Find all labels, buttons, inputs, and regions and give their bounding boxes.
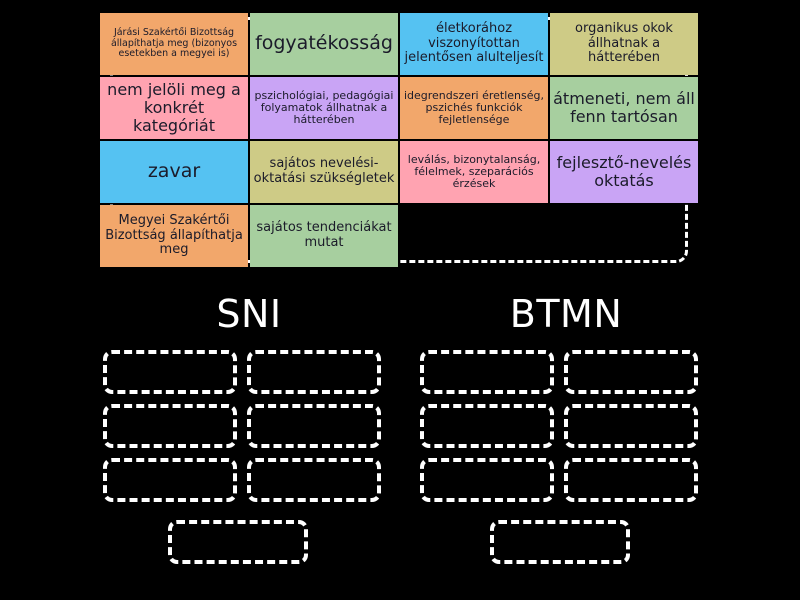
draggable-tile[interactable]: idegrendszeri éretlenség, pszichés funkc… xyxy=(400,77,548,139)
draggable-tile[interactable]: életkorához viszonyítottan jelentősen al… xyxy=(400,13,548,75)
dropzone-sni-6[interactable] xyxy=(247,458,381,502)
draggable-tile[interactable]: organikus okok állhatnak a hátterében xyxy=(550,13,698,75)
dropzone-btmn-2[interactable] xyxy=(564,350,698,394)
draggable-tile[interactable]: leválás, bizonytalanság, félelmek, szepa… xyxy=(400,141,548,203)
category-title-sni: SNI xyxy=(216,292,282,336)
draggable-tile[interactable]: fejlesztő-nevelés oktatás xyxy=(550,141,698,203)
dropzone-btmn-7[interactable] xyxy=(490,520,630,564)
tile-slot-empty xyxy=(400,205,548,267)
tile-grid: Járási Szakértői Bizottság állapíthatja … xyxy=(100,13,698,267)
draggable-tile[interactable]: sajátos nevelési-oktatási szükségletek xyxy=(250,141,398,203)
dropzone-sni-1[interactable] xyxy=(103,350,237,394)
dropzone-sni-7[interactable] xyxy=(168,520,308,564)
draggable-tile[interactable]: pszichológiai, pedagógiai folyamatok áll… xyxy=(250,77,398,139)
draggable-tile[interactable]: Megyei Szakértői Bizottság állapíthatja … xyxy=(100,205,248,267)
dropzone-sni-5[interactable] xyxy=(103,458,237,502)
dropzone-sni-3[interactable] xyxy=(103,404,237,448)
draggable-tile[interactable]: Járási Szakértői Bizottság állapíthatja … xyxy=(100,13,248,75)
draggable-tile[interactable]: fogyatékosság xyxy=(250,13,398,75)
dropzone-sni-2[interactable] xyxy=(247,350,381,394)
dropzone-btmn-6[interactable] xyxy=(564,458,698,502)
dropzone-sni-4[interactable] xyxy=(247,404,381,448)
tile-slot-empty xyxy=(550,205,698,267)
draggable-tile[interactable]: zavar xyxy=(100,141,248,203)
draggable-tile[interactable]: sajátos tendenciákat mutat xyxy=(250,205,398,267)
dropzone-btmn-5[interactable] xyxy=(420,458,554,502)
dropzone-btmn-3[interactable] xyxy=(420,404,554,448)
tile-tray: Járási Szakértői Bizottság állapíthatja … xyxy=(100,13,698,267)
category-title-btmn: BTMN xyxy=(509,292,623,336)
dropzone-btmn-4[interactable] xyxy=(564,404,698,448)
draggable-tile[interactable]: nem jelöli meg a konkrét kategóriát xyxy=(100,77,248,139)
dropzone-btmn-1[interactable] xyxy=(420,350,554,394)
draggable-tile[interactable]: átmeneti, nem áll fenn tartósan xyxy=(550,77,698,139)
